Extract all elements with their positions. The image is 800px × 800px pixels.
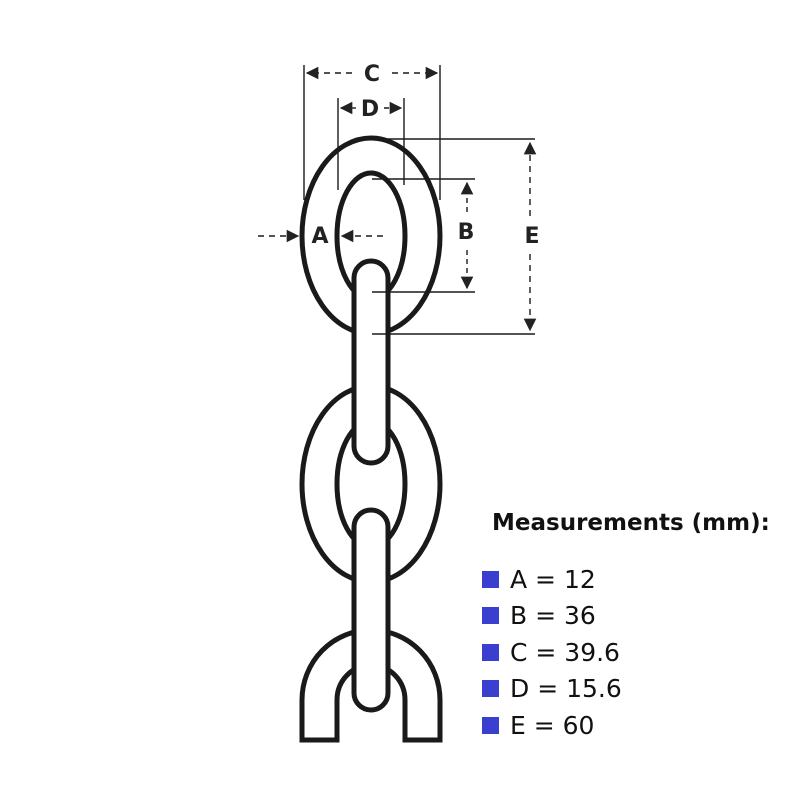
- legend-item-text: D = 15.6: [510, 674, 622, 704]
- dim-label-a: A: [311, 224, 328, 249]
- legend-swatch-square-icon: [482, 607, 499, 625]
- legend-swatch-square-icon: [482, 570, 499, 588]
- legend-swatch-square-icon: [482, 680, 499, 698]
- dim-label-c: C: [364, 62, 380, 87]
- legend-item: A = 12: [482, 561, 800, 598]
- legend-swatch-square-icon: [482, 716, 499, 734]
- legend-item: C = 39.6: [482, 634, 800, 671]
- legend-item: E = 60: [482, 707, 800, 744]
- chain-link-edge-lower: [351, 507, 391, 713]
- dim-label-e: E: [524, 224, 539, 249]
- measurements-legend: Measurements (mm): A = 12 B = 36 C = 39.…: [482, 505, 800, 744]
- dim-label-d: D: [361, 97, 379, 122]
- legend-item-text: E = 60: [510, 710, 595, 740]
- legend-item-text: B = 36: [510, 601, 596, 631]
- chain-link-edge-upper: [351, 258, 391, 466]
- legend-title: Measurements (mm):: [492, 510, 770, 536]
- dim-label-b: B: [458, 220, 475, 245]
- dimension-lines: [258, 65, 537, 335]
- legend-item: D = 15.6: [482, 671, 800, 708]
- legend-item-text: A = 12: [510, 564, 596, 594]
- legend-list: A = 12 B = 36 C = 39.6 D = 15.6 E = 60: [482, 561, 800, 744]
- legend-item-text: C = 39.6: [510, 637, 620, 667]
- chain: [299, 135, 443, 743]
- legend-swatch-square-icon: [482, 643, 499, 661]
- legend-item: B = 36: [482, 598, 800, 635]
